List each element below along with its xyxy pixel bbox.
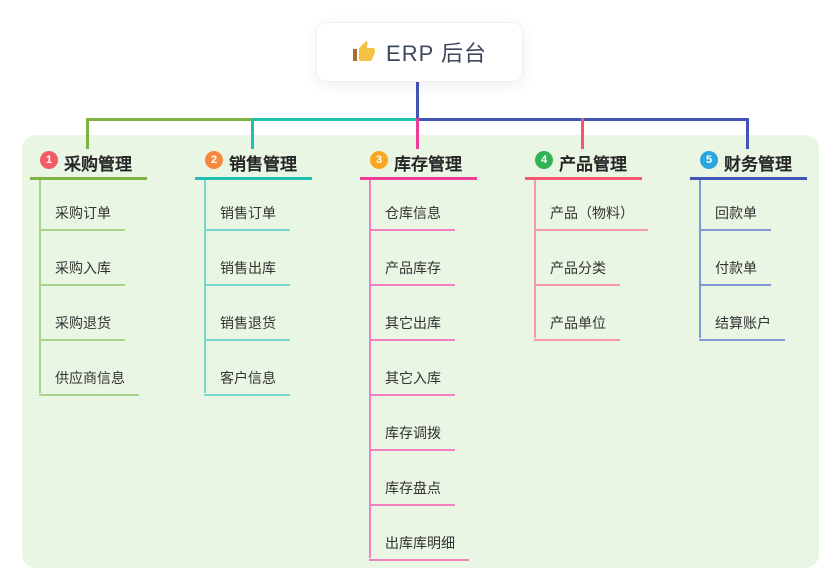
- branch-drop-connector: [86, 118, 89, 149]
- mindmap-node[interactable]: 销售订单: [204, 203, 290, 231]
- mindmap-node[interactable]: 其它出库: [369, 313, 455, 341]
- mindmap-node[interactable]: 付款单: [699, 258, 771, 286]
- branch-number-badge: 1: [40, 151, 58, 169]
- mindmap-node[interactable]: 其它入库: [369, 368, 455, 396]
- mindmap-node[interactable]: 结算账户: [699, 313, 785, 341]
- mindmap-node[interactable]: 库存盘点: [369, 478, 455, 506]
- mindmap-node[interactable]: 出库库明细: [369, 533, 469, 561]
- branch-children-line: [699, 180, 701, 338]
- branch-header[interactable]: 产品管理: [559, 155, 627, 174]
- branch-drop-connector: [746, 118, 749, 149]
- mindmap-node[interactable]: 产品单位: [534, 313, 620, 341]
- mindmap-node[interactable]: 回款单: [699, 203, 771, 231]
- root-node[interactable]: ERP 后台: [316, 22, 523, 82]
- branch-header-underline: [30, 177, 147, 180]
- mindmap-node[interactable]: 采购入库: [39, 258, 125, 286]
- thumbs-up-icon: [352, 40, 376, 64]
- mindmap-node[interactable]: 销售出库: [204, 258, 290, 286]
- mindmap-node[interactable]: 客户信息: [204, 368, 290, 396]
- mindmap-node[interactable]: 仓库信息: [369, 203, 455, 231]
- branch-header-underline: [690, 177, 807, 180]
- branch-header[interactable]: 财务管理: [724, 155, 792, 174]
- branch-header[interactable]: 采购管理: [64, 155, 132, 174]
- branches-background-panel: [22, 135, 819, 568]
- mindmap-node[interactable]: 采购退货: [39, 313, 125, 341]
- branch-number-badge: 4: [535, 151, 553, 169]
- branch-number-badge: 2: [205, 151, 223, 169]
- root-node-label: ERP 后台: [386, 41, 487, 66]
- mindmap-node[interactable]: 产品库存: [369, 258, 455, 286]
- mindmap-node[interactable]: 库存调拨: [369, 423, 455, 451]
- mindmap-node[interactable]: 供应商信息: [39, 368, 139, 396]
- branch-drop-connector: [581, 118, 584, 149]
- branch-header-underline: [525, 177, 642, 180]
- branch-number-badge: 3: [370, 151, 388, 169]
- mindmap-node[interactable]: 销售退货: [204, 313, 290, 341]
- branch-children-line: [534, 180, 536, 338]
- branch-header[interactable]: 销售管理: [229, 155, 297, 174]
- trunk-connector: [416, 82, 419, 121]
- branch-drop-connector: [251, 118, 254, 149]
- branch-header[interactable]: 库存管理: [394, 155, 462, 174]
- branch-children-line: [39, 180, 41, 393]
- branch-drop-connector: [416, 118, 419, 149]
- branch-header-underline: [360, 177, 477, 180]
- bar-segment-left: [87, 118, 252, 121]
- mindmap-node[interactable]: 采购订单: [39, 203, 125, 231]
- branch-children-line: [369, 180, 371, 558]
- bar-segment-middle: [252, 118, 417, 121]
- mindmap-node[interactable]: 产品分类: [534, 258, 620, 286]
- branch-children-line: [204, 180, 206, 393]
- mindmap-node[interactable]: 产品（物料）: [534, 203, 648, 231]
- branch-number-badge: 5: [700, 151, 718, 169]
- branch-header-underline: [195, 177, 312, 180]
